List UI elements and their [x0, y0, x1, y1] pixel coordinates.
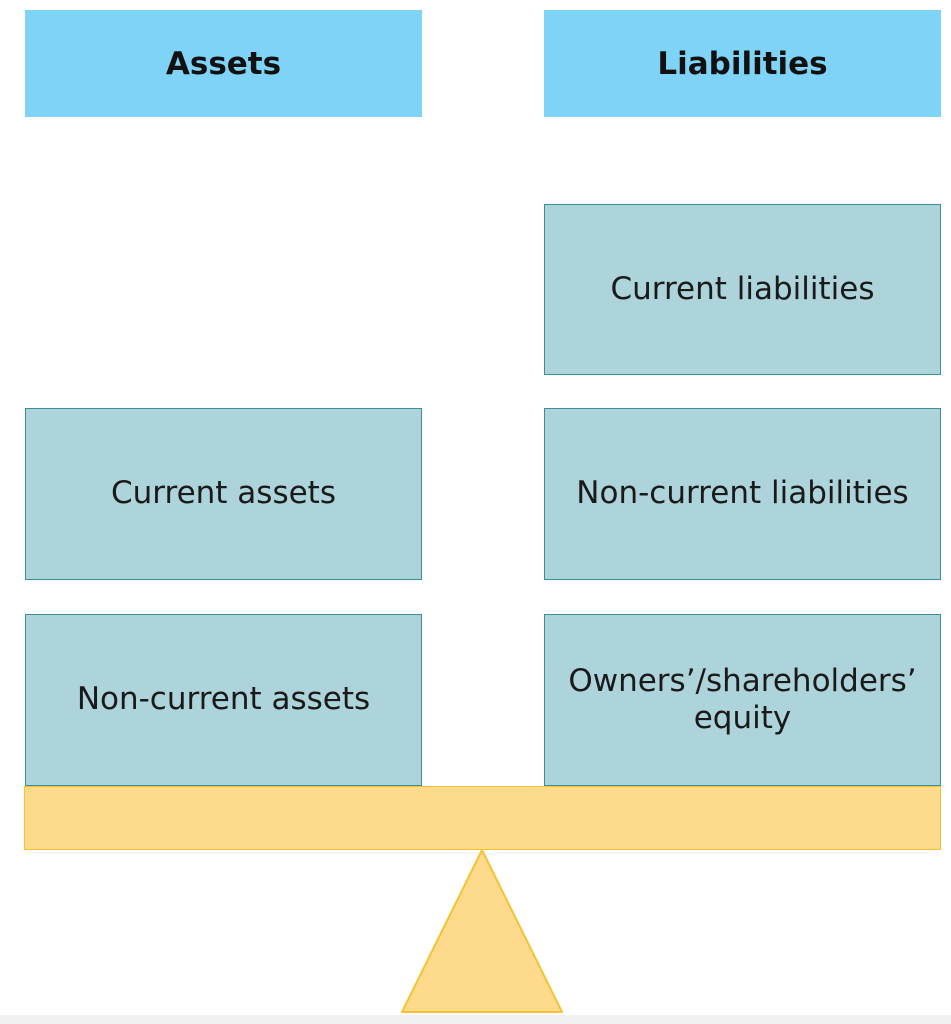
liabilities-header-label: Liabilities — [657, 45, 828, 82]
bottom-strip — [0, 1015, 951, 1024]
balance-fulcrum — [401, 849, 563, 1013]
equity-label-line-2: equity — [693, 700, 792, 736]
current-assets-block: Current assets — [25, 408, 422, 580]
non-current-liabilities-label: Non-current liabilities — [576, 475, 909, 512]
balance-beam — [24, 786, 941, 850]
non-current-assets-label: Non-current assets — [76, 681, 371, 718]
non-current-assets-block: Non-current assets — [25, 614, 422, 786]
current-liabilities-label: Current liabilities — [610, 270, 875, 307]
fulcrum-triangle — [401, 849, 563, 1013]
non-current-liabilities-block: Non-current liabilities — [544, 408, 941, 580]
current-liabilities-block: Current liabilities — [544, 204, 941, 375]
assets-header: Assets — [25, 10, 422, 117]
equity-label: Owners’/shareholders’ equity — [568, 663, 916, 737]
current-assets-label: Current assets — [111, 475, 336, 512]
equity-label-line-1: Owners’/shareholders’ — [568, 662, 917, 699]
liabilities-header: Liabilities — [544, 10, 941, 117]
equity-block: Owners’/shareholders’ equity — [544, 614, 941, 786]
assets-header-label: Assets — [165, 45, 282, 82]
